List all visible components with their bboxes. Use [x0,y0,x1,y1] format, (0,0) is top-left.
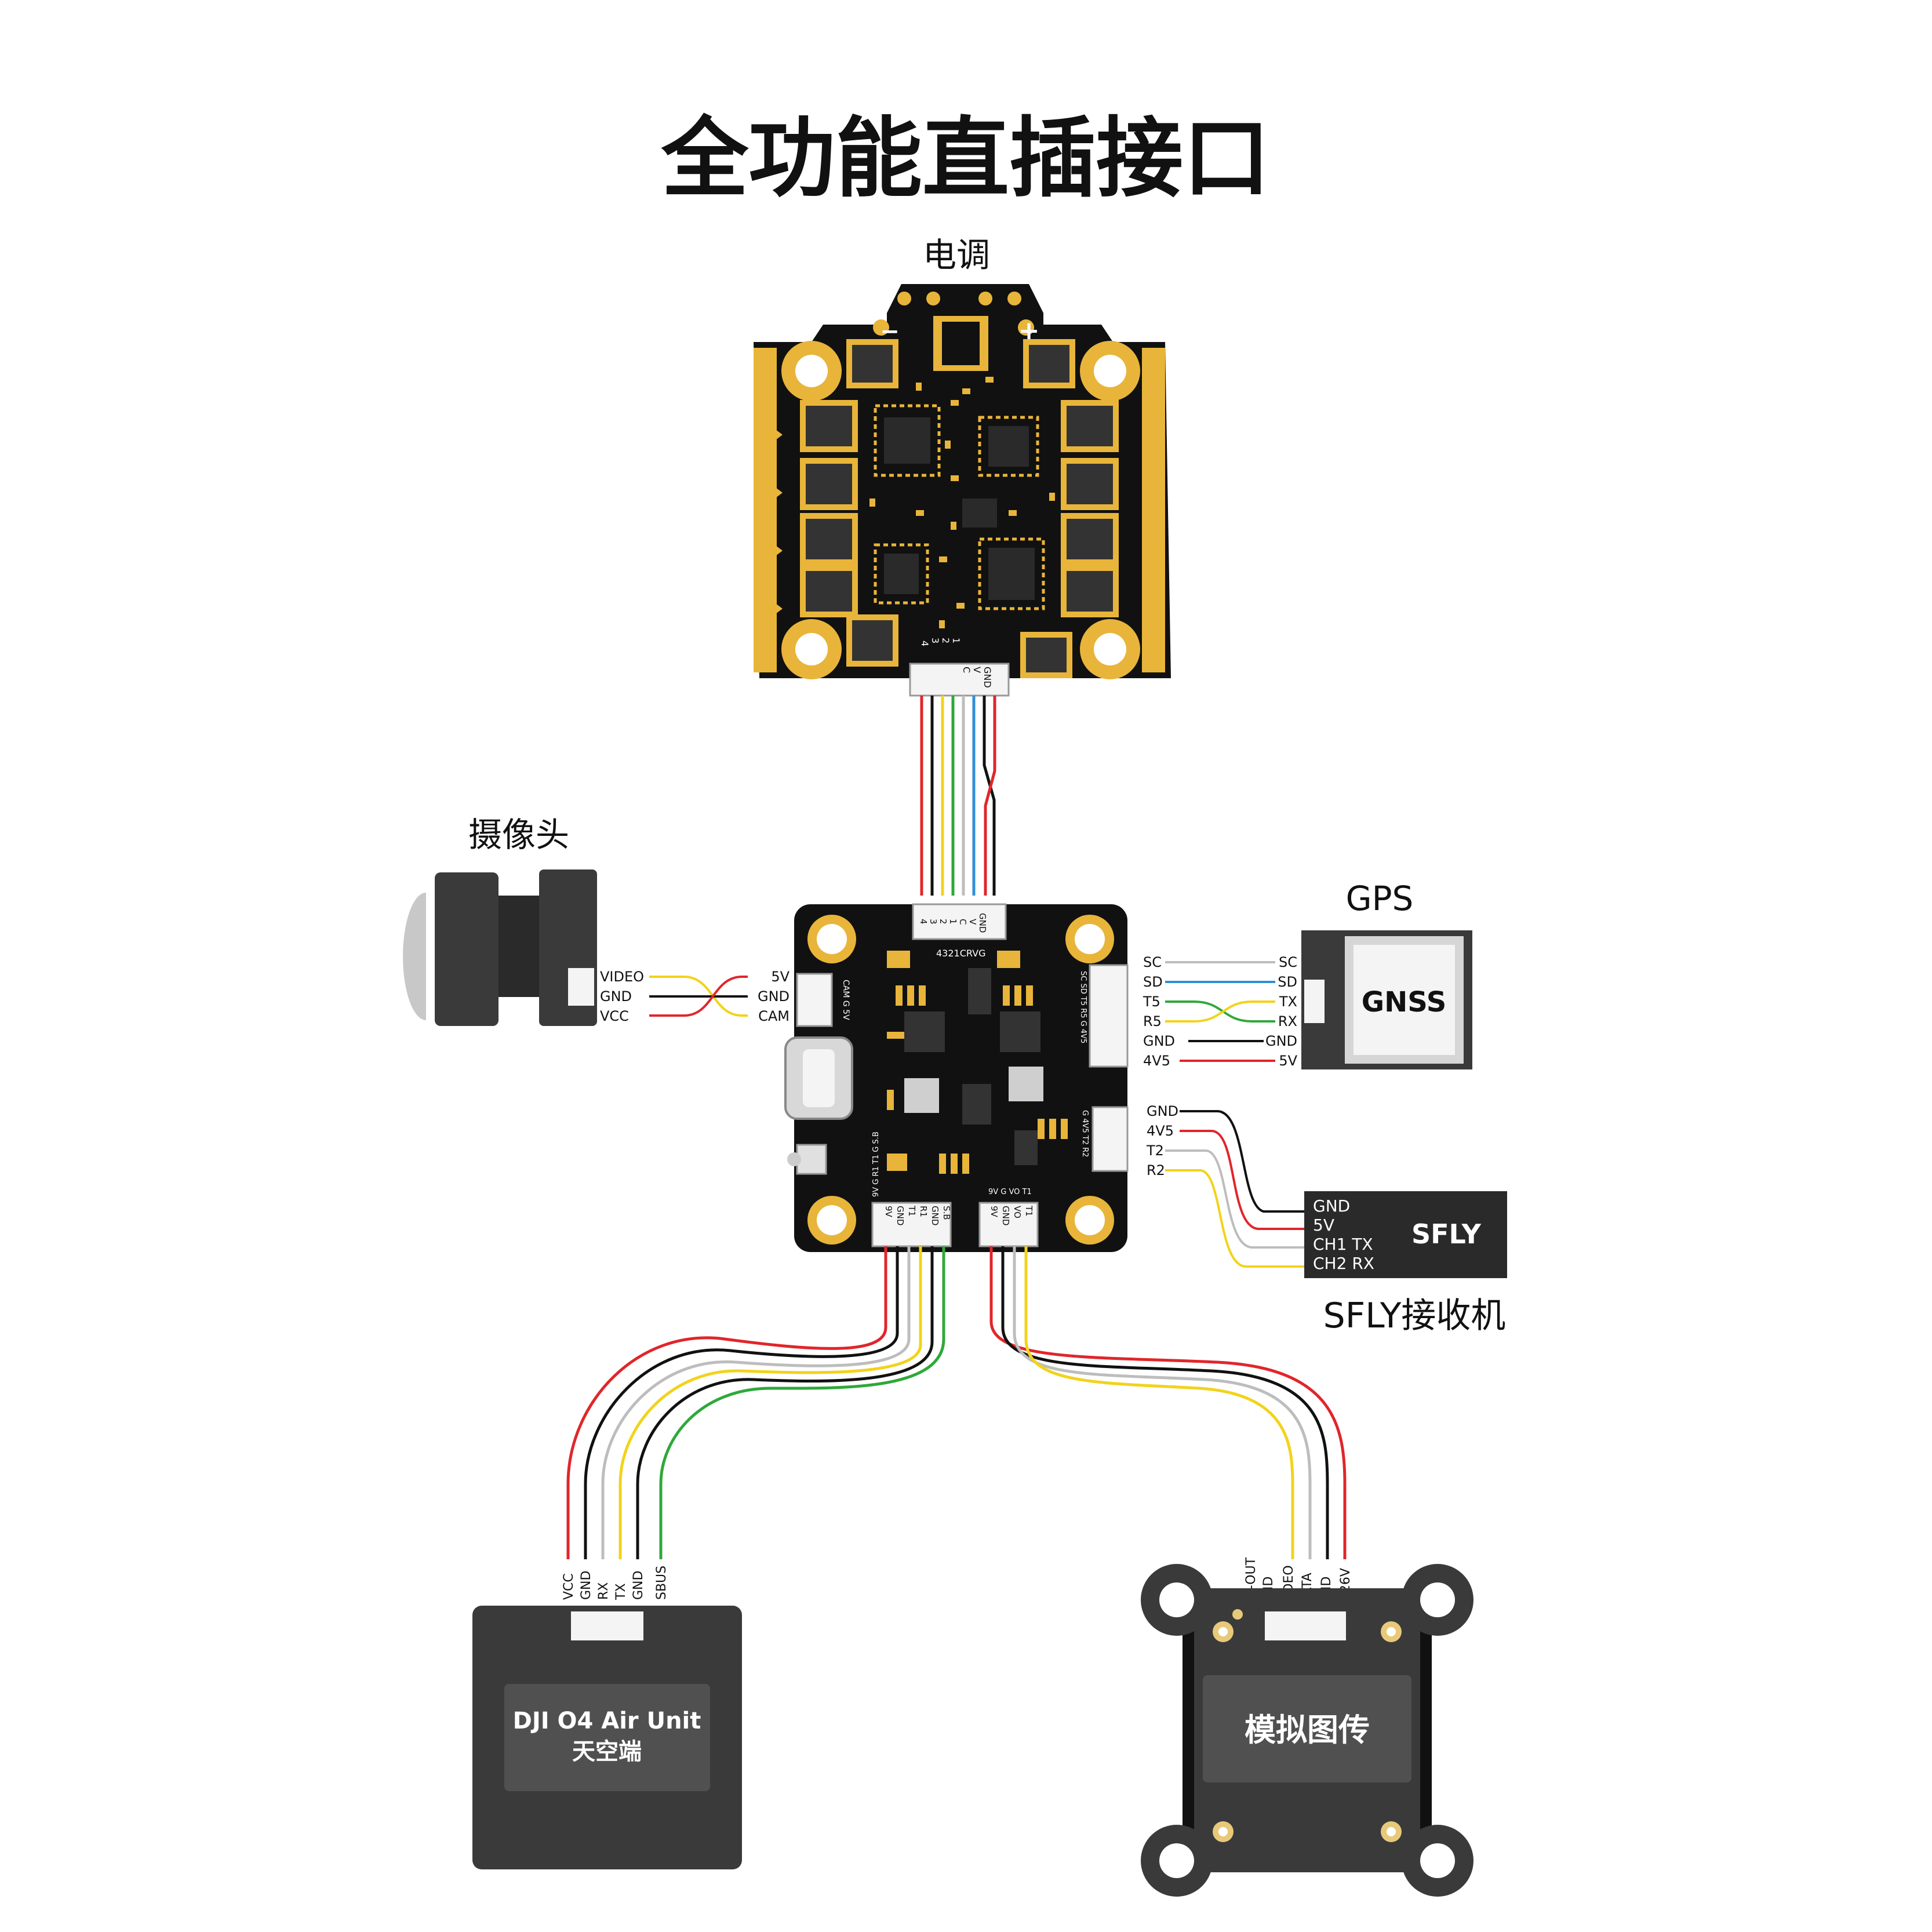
gps-wires [1165,961,1275,1062]
camera-module [403,869,597,1026]
fc-gps-pin-t5: T5 [1143,994,1160,1010]
esc-connector [909,663,1010,697]
dji-pin-gnd1: GND [579,1571,594,1600]
dji-pin-tx: TX [614,1583,628,1600]
fc-dji-pin-gnd2: GND [930,1206,940,1225]
esc-label: 电调 [923,235,990,275]
gps-connector [1304,980,1325,1023]
dji-pin-rx: RX [596,1582,611,1600]
fc-cam-pin-cam: CAM [758,1008,789,1024]
dji-connector [571,1611,643,1640]
dji-wires [566,1246,945,1559]
camera-label: 摄像头 [468,815,569,854]
fc-dji-pin-r1: R1 [918,1206,929,1217]
vtx-wires [989,1246,1347,1559]
esc-pin-gnd: GND [982,667,993,688]
fc-top-pin-3: 3 [928,919,938,925]
camera-connector [568,968,594,1006]
rx-module-name: SFLY [1411,1218,1482,1250]
dji-air-unit [472,1606,742,1869]
rx-module-pin-gnd: GND [1313,1196,1350,1216]
gps-pin-sc: SC [1279,954,1297,970]
fc-dji-pin-sb: S.B [941,1206,952,1220]
fc-rx-pin-r2: R2 [1147,1162,1165,1178]
esc-pin-v: V [972,667,983,673]
fc-rx-pin-4v5: 4V5 [1147,1123,1174,1139]
fc-top-pin-4: 4 [918,919,929,925]
fc-top-pin-gnd: GND [977,913,988,933]
fc-rx-connector [1091,1106,1129,1172]
gps-pin-5v: 5V [1279,1053,1297,1069]
fc-top-connector [912,903,1007,940]
esc-pin-2: 2 [940,638,951,643]
fc-top-pin-c: C [958,919,968,925]
gps-pin-sd: SD [1278,974,1297,990]
fc-vtx-pin-t1: T1 [1024,1205,1034,1217]
esc-fc-wires [920,696,996,896]
fc-gps-connector [1089,964,1129,1068]
dji-name-line2: 天空端 [572,1738,642,1765]
esc-board: − + [754,284,1171,697]
fc-top-pin-2: 2 [938,919,948,925]
fc-dji-pin-gnd1: GND [895,1206,905,1225]
dji-pin-sbus: SBUS [654,1566,669,1600]
rx-module-pin-5v: 5V [1313,1216,1334,1235]
receiver-label: SFLY接收机 [1323,1296,1506,1336]
cam-pin-video: VIDEO [600,969,644,985]
fc-top-silk: 4321CRVG [936,948,985,959]
fc-dji-silk: 9V G R1 T1 G S.B [872,1131,881,1197]
fc-rx-pin-t2: T2 [1146,1143,1164,1159]
vtx-name: 模拟图传 [1245,1712,1370,1748]
esc-pin-1: 1 [951,638,962,643]
receiver-module [1304,1191,1507,1278]
fc-cam-pin-5v: 5V [771,969,789,985]
dji-pin-gnd2: GND [631,1571,646,1600]
fc-top-pin-v: V [967,919,978,925]
vtx-connector [1265,1611,1346,1640]
receiver-wires [1165,1110,1304,1268]
gps-pin-rx: RX [1278,1013,1297,1029]
camera-wires [649,976,748,1017]
boot-button[interactable] [796,1144,827,1175]
fc-dji-pin-t1: T1 [907,1205,917,1217]
esc-pin-3: 3 [930,638,941,643]
fc-board: 4 3 2 1 C V GND 4321CRVG CAM G 5V SC SD … [784,903,1129,1252]
fc-top-pin-1: 1 [948,919,958,925]
page-title: 全功能直插接口 [661,108,1270,209]
fc-rx-pin-gnd: GND [1147,1103,1178,1119]
cam-pin-gnd: GND [600,988,632,1005]
gps-pin-tx: TX [1279,994,1297,1010]
fc-vtx-connector [978,1202,1039,1247]
fc-cam-pin-gnd: GND [758,988,789,1005]
analog-vtx-board [1141,1564,1473,1897]
esc-pin-4: 4 [919,641,930,646]
fc-gps-pin-sc: SC [1143,954,1162,970]
gps-module [1301,930,1472,1069]
fc-dji-pin-9v: 9V [883,1206,894,1218]
gps-module-name: GNSS [1362,986,1447,1018]
dji-name-line1: DJI O4 Air Unit [513,1708,701,1734]
gps-label: GPS [1346,879,1414,918]
fc-vtx-pin-vo: VO [1012,1206,1023,1218]
fc-vtx-pin-9v: 9V [989,1206,999,1218]
fc-gps-pin-r5: R5 [1143,1013,1162,1029]
fc-gps-pin-4v5: 4V5 [1143,1053,1170,1069]
fc-dji-connector [871,1202,952,1247]
fc-cam-silk: CAM G 5V [841,980,850,1020]
fc-gps-pin-sd: SD [1143,974,1163,990]
dji-pin-vcc: VCC [562,1573,576,1600]
fc-vtx-pin-gnd: GND [1000,1206,1011,1225]
fc-gps-silk: SC SD T5 R5 G 4V5 [1079,971,1087,1043]
rx-module-pin-ch2: CH2 RX [1313,1254,1374,1273]
cam-pin-vcc: VCC [600,1008,629,1024]
fc-cam-connector [796,973,833,1027]
esc-pin-c: C [961,667,972,673]
fc-gps-pin-gnd: GND [1143,1033,1175,1049]
fc-vtx-silk: 9V G VO T1 [988,1188,1032,1196]
fc-rx-silk: G 4V5 T2 R2 [1080,1110,1089,1157]
rx-module-pin-ch1: CH1 TX [1313,1235,1373,1254]
gps-pin-gnd: GND [1265,1033,1297,1049]
